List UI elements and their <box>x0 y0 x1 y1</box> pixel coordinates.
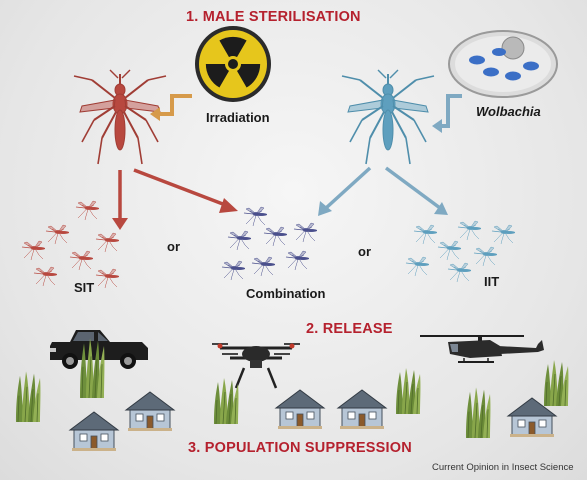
mosquito-icon <box>457 220 482 241</box>
irradiation-label: Irradiation <box>206 110 270 125</box>
mosquito-icon <box>75 200 100 221</box>
grass-icon <box>395 367 421 415</box>
wolbachia-arrow <box>432 94 462 133</box>
mosquito-icon <box>413 224 438 245</box>
mosquito-icon <box>69 250 94 271</box>
sit-label: SIT <box>74 280 95 295</box>
mosquito-icon <box>221 260 246 281</box>
house-icon <box>275 389 325 430</box>
mosquito-icon <box>243 206 268 227</box>
irradiation-arrow <box>150 94 192 121</box>
grass-icon <box>213 377 239 425</box>
iit-mosquito-swarm <box>405 220 516 283</box>
wolbachia-male-mosquito <box>341 69 435 165</box>
drone-icon <box>212 343 300 389</box>
mosquito-icon <box>95 268 120 289</box>
grass-icon <box>465 386 491 439</box>
step2-title: 2. RELEASE <box>306 321 393 337</box>
combination-label: Combination <box>246 286 326 301</box>
arrow-to-iit <box>384 166 448 215</box>
arrow-to-sit <box>112 170 128 230</box>
mosquito-icon <box>491 224 516 245</box>
grass-icon <box>15 370 41 423</box>
helicopter-icon <box>420 335 544 363</box>
journal-credit: Current Opinion in Insect Science <box>432 462 574 473</box>
mosquito-icon <box>285 250 310 271</box>
mosquito-icon <box>447 262 472 283</box>
mosquito-icon <box>437 240 462 261</box>
mosquito-icon <box>473 246 498 267</box>
irradiated-male-mosquito <box>73 69 167 165</box>
mosquito-icon <box>33 266 58 287</box>
mosquito-icon <box>251 256 276 277</box>
wolbachia-label: Wolbachia <box>476 104 541 119</box>
house-icon <box>125 391 175 432</box>
combination-mosquito-swarm <box>221 206 318 281</box>
or-left-label: or <box>167 239 180 254</box>
arrow-to-combination-blue <box>318 166 372 216</box>
pickup-truck-icon <box>50 330 148 369</box>
house-icon <box>337 389 387 430</box>
or-right-label: or <box>358 244 371 259</box>
radiation-icon <box>195 26 271 102</box>
sit-mosquito-swarm <box>21 200 120 289</box>
mosquito-icon <box>45 224 70 245</box>
mosquito-icon <box>95 232 120 253</box>
mosquito-icon <box>405 256 430 277</box>
step1-title: 1. MALE STERILISATION <box>186 9 361 25</box>
arrow-to-combination-red <box>133 168 238 213</box>
mosquito-icon <box>227 230 252 251</box>
house-icon <box>69 411 119 452</box>
step3-title: 3. POPULATION SUPPRESSION <box>188 440 412 456</box>
mosquito-icon <box>21 240 46 261</box>
iit-label: IIT <box>484 274 500 289</box>
grass-icon <box>543 359 569 407</box>
wolbachia-cell-icon <box>448 30 558 98</box>
mosquito-icon <box>293 222 318 243</box>
mosquito-icon <box>263 226 288 247</box>
